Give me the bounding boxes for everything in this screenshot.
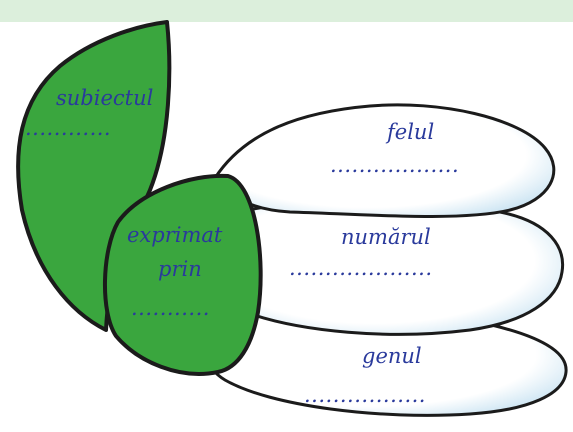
leaf-exprimat [103, 173, 263, 376]
petal-genul-blank: ................. [304, 383, 426, 407]
center-label-line1: exprimat [127, 223, 223, 247]
leaf-subiectul [16, 20, 172, 332]
subject-label: subiectul [56, 86, 154, 110]
subject-blank: ............ [25, 116, 112, 140]
petal-numarul-label: numărul [341, 225, 431, 249]
petal-felul [213, 103, 556, 218]
petal-felul-blank: .................. [330, 153, 460, 177]
petal-felul-label: felul [387, 120, 435, 144]
header-band [0, 0, 573, 22]
center-blank: ........... [131, 296, 210, 320]
petal-numarul-blank: .................... [289, 256, 433, 280]
petal-genul-label: genul [362, 344, 422, 368]
center-label-line2: prin [158, 257, 202, 281]
